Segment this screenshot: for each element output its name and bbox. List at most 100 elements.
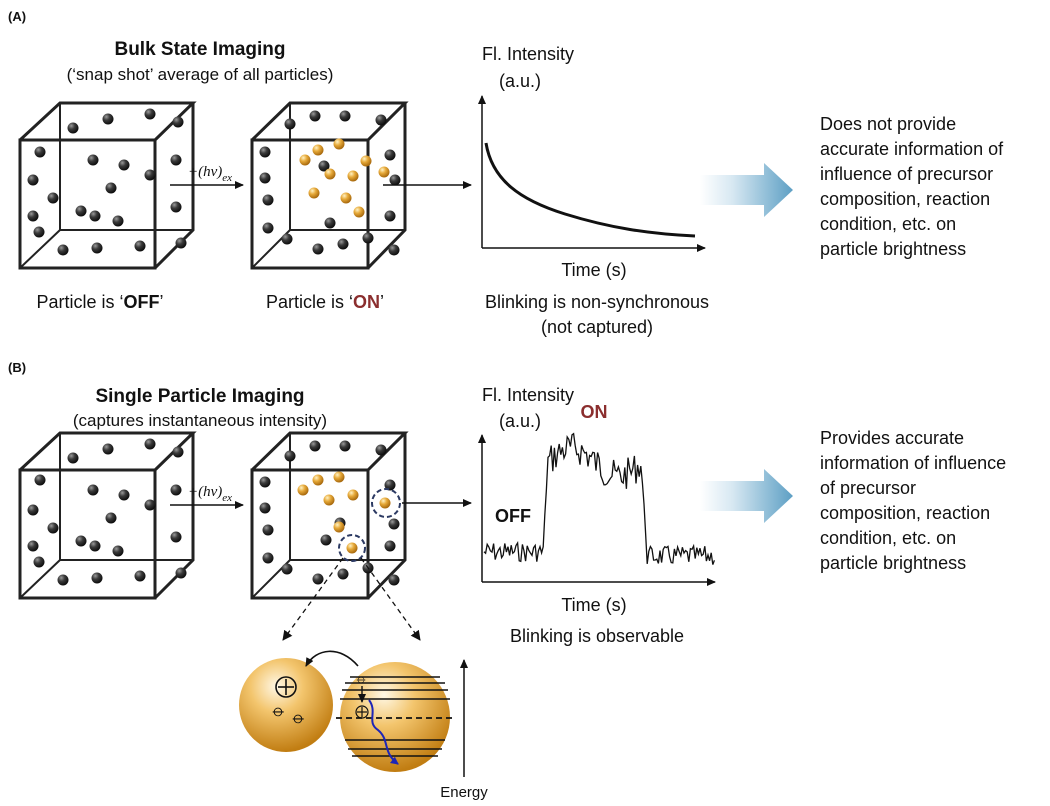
conclusion-b: Provides accurate information of influen… <box>820 428 1011 573</box>
electron-transfer-arrow <box>305 650 359 667</box>
particle-off <box>388 574 400 586</box>
particle-off <box>309 440 321 452</box>
particle-on <box>324 168 336 180</box>
excitation-label-a: +(hν)ex <box>188 164 232 184</box>
svg-text:⦵: ⦵ <box>355 671 368 687</box>
particle-off <box>259 502 271 514</box>
particle-off <box>144 499 156 511</box>
particle-off <box>75 205 87 217</box>
particle-off <box>67 452 79 464</box>
particle-off <box>91 572 103 584</box>
particle-off <box>262 524 274 536</box>
particle-off <box>389 174 401 186</box>
zoom-arrow-left <box>282 557 344 641</box>
particle-off <box>105 512 117 524</box>
particle-off <box>27 174 39 186</box>
particle-on <box>312 144 324 156</box>
result-arrow-a <box>700 163 793 217</box>
particle-off <box>375 444 387 456</box>
particle-off <box>27 540 39 552</box>
particle-off <box>309 110 321 122</box>
particle-off <box>312 243 324 255</box>
electron-symbol-1: ⦵ <box>270 699 287 721</box>
particle-off <box>262 552 274 564</box>
particle-off <box>102 443 114 455</box>
particle-off <box>102 113 114 125</box>
particle-off <box>388 518 400 530</box>
particle-off <box>91 242 103 254</box>
hole-symbol <box>275 676 297 698</box>
particle-off <box>27 504 39 516</box>
selected-particle-circle-1 <box>371 488 401 518</box>
caption-particle-on: Particle is ‘ON’ <box>266 292 384 312</box>
particle-on <box>297 484 309 496</box>
particle-off <box>89 540 101 552</box>
particle-off <box>170 201 182 213</box>
particle-off <box>144 438 156 450</box>
particle-off <box>262 222 274 234</box>
particle-off <box>262 194 274 206</box>
caption-particle-off: Particle is ‘OFF’ <box>36 292 163 312</box>
particle-off <box>34 146 46 158</box>
particle-off <box>172 446 184 458</box>
energy-label: Energy <box>440 784 488 801</box>
particle-on <box>347 489 359 501</box>
panel-a-subtitle: (‘snap shot’ average of all particles) <box>67 65 334 84</box>
particle-off <box>57 244 69 256</box>
particle-on <box>308 187 320 199</box>
particle-on <box>333 138 345 150</box>
plot-a-ylabel-1: Fl. Intensity <box>482 44 574 64</box>
result-arrow-b <box>700 469 793 523</box>
particle-on <box>346 542 358 554</box>
panel-a-label: (A) <box>8 9 26 24</box>
particle-off <box>337 238 349 250</box>
panel-b-subtitle: (captures instantaneous intensity) <box>73 411 327 430</box>
particle-off <box>259 146 271 158</box>
particle-off <box>112 545 124 557</box>
particle-on <box>312 474 324 486</box>
plot-b-off-label: OFF <box>495 506 531 526</box>
particles-a-on <box>259 110 401 256</box>
particle-off <box>47 522 59 534</box>
particle-off <box>259 476 271 488</box>
particles-a-off <box>27 108 187 256</box>
particle-off <box>105 182 117 194</box>
particle-on <box>333 471 345 483</box>
plot-a-decay-curve <box>484 142 696 238</box>
plot-b-blinking-trace <box>483 432 716 565</box>
particle-off <box>33 556 45 568</box>
plot-a-ylabel-2: (a.u.) <box>499 71 541 91</box>
plot-a-caption-2: (not captured) <box>541 317 653 337</box>
particle-off <box>320 534 332 546</box>
particle-off <box>339 110 351 122</box>
particle-off <box>134 570 146 582</box>
particle-off <box>34 474 46 486</box>
particle-off <box>47 192 59 204</box>
particle-on <box>379 497 391 509</box>
particle-off <box>118 489 130 501</box>
excitation-label-b: +(hν)ex <box>188 484 232 504</box>
plot-b-ylabel-2: (a.u.) <box>499 411 541 431</box>
particle-off <box>284 118 296 130</box>
particle-on <box>353 206 365 218</box>
particle-off <box>175 237 187 249</box>
particle-off <box>312 573 324 585</box>
particle-off <box>89 210 101 222</box>
electron-symbol-2: ⦵ <box>290 706 307 728</box>
particle-off <box>75 535 87 547</box>
particle-off <box>339 440 351 452</box>
particle-off <box>375 114 387 126</box>
particle-off <box>175 567 187 579</box>
panel-b-title: Single Particle Imaging <box>95 386 304 407</box>
energy-level-particle: ⦵ <box>336 662 454 772</box>
particle-off <box>281 563 293 575</box>
particle-off <box>33 226 45 238</box>
particles-b-off <box>27 438 187 586</box>
particle-off <box>134 240 146 252</box>
particle-off <box>170 484 182 496</box>
plot-b-on-label: ON <box>581 402 608 422</box>
conclusion-a: Does not provide accurate information of… <box>820 114 1008 259</box>
particle-off <box>172 116 184 128</box>
plot-b-ylabel-1: Fl. Intensity <box>482 385 574 405</box>
particle-off <box>87 154 99 166</box>
